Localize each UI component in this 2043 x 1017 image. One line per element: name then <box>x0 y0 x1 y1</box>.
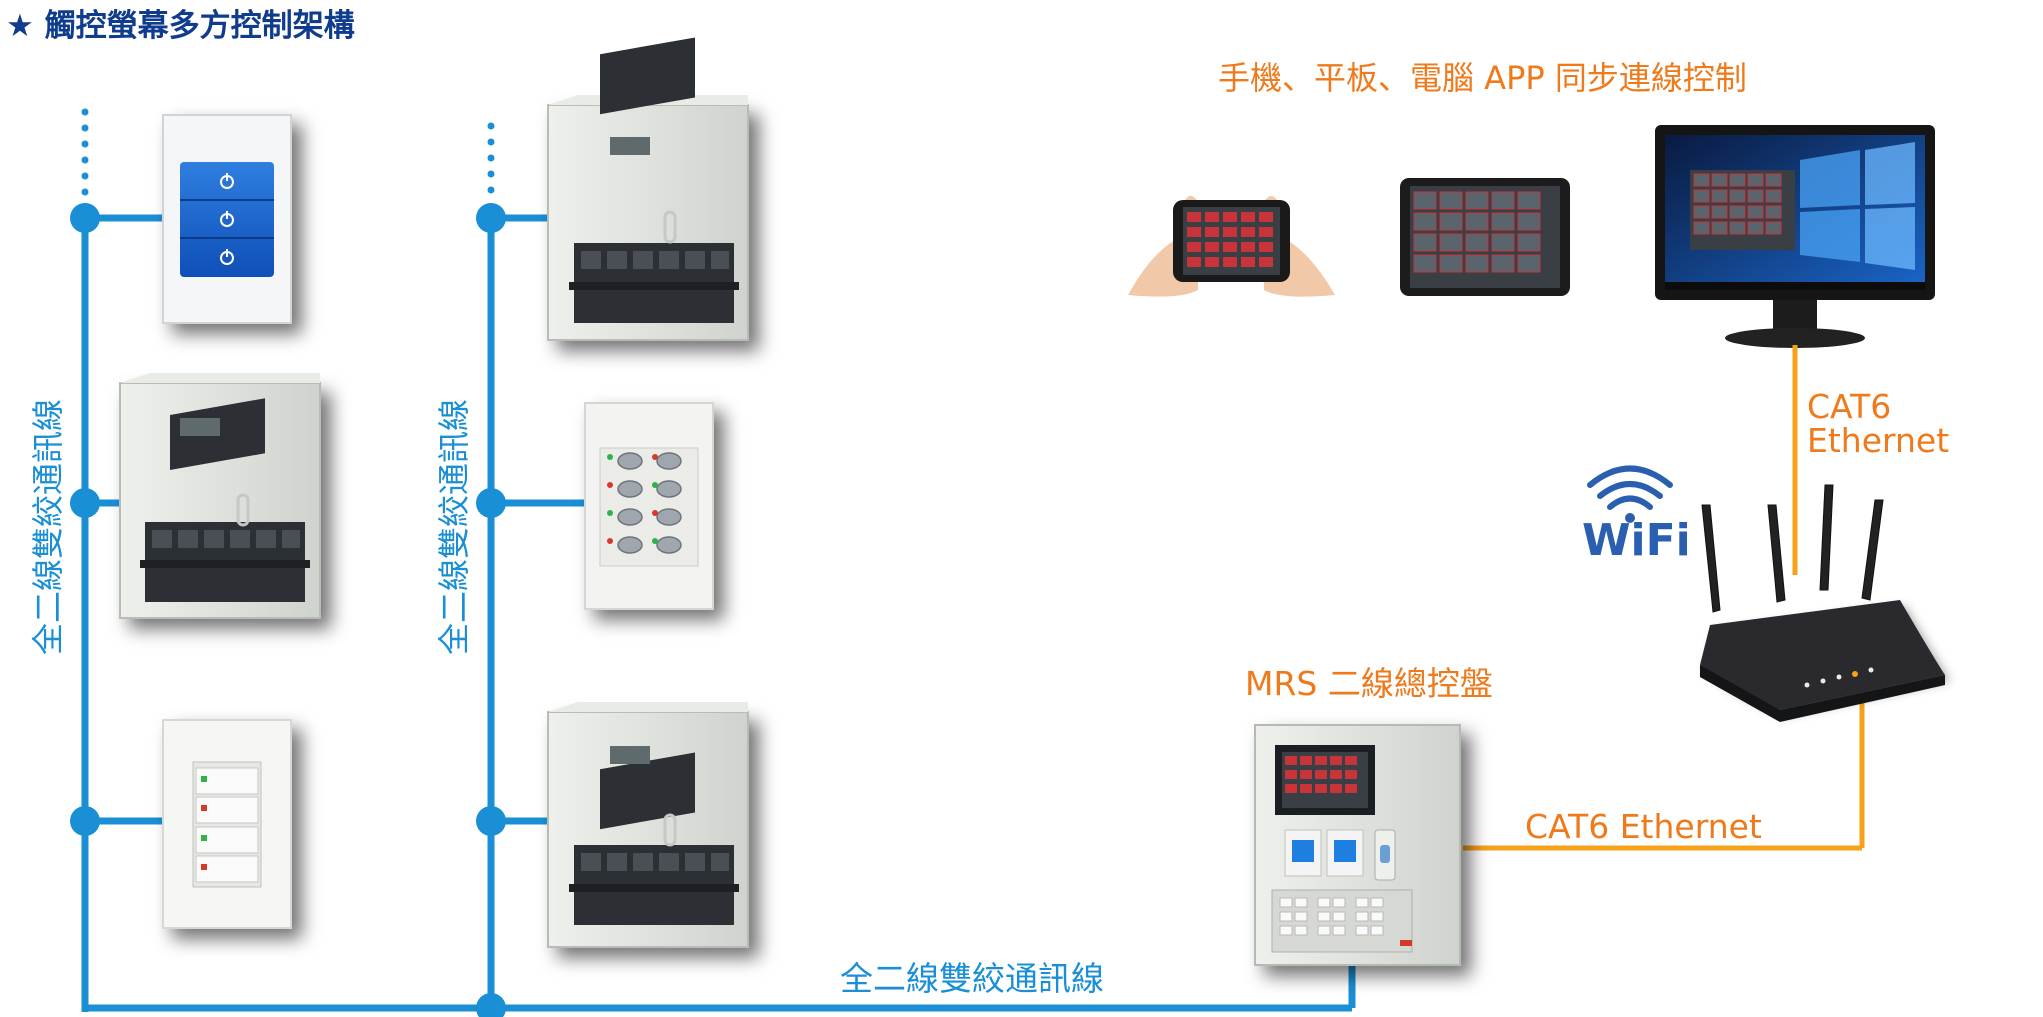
desktop-monitor <box>1655 125 1935 348</box>
page-title: ★ 觸控螢幕多方控制架構 <box>6 8 355 44</box>
wifi-icon <box>1587 465 1673 510</box>
bus-label-left: 全二線雙絞通訊線 <box>29 399 67 655</box>
control-cabinet-top <box>547 37 749 341</box>
mrs-keypad <box>1279 897 1384 936</box>
mrs-control-panel <box>1254 724 1461 966</box>
bus-dotted-continuation <box>81 108 495 196</box>
antenna-icon <box>1701 484 1884 613</box>
keypad-buttons <box>607 452 682 554</box>
cat6-horizontal-label: CAT6 Ethernet <box>1525 807 1762 846</box>
wifi-dot-icon <box>1625 513 1635 523</box>
control-cabinet-bottom <box>547 702 749 948</box>
power-icon <box>220 173 234 265</box>
tablet-screen-grid <box>1413 191 1541 273</box>
cat6-vertical-label-line2: Ethernet <box>1807 421 1949 460</box>
app-sync-label: 手機、平板、電腦 APP 同步連線控制 <box>1218 59 1747 97</box>
wifi-router <box>1700 484 1945 722</box>
bus-junction-dots <box>70 203 506 1017</box>
relay-module <box>140 398 310 602</box>
touch-switch-buttons <box>180 162 274 277</box>
tablet <box>1400 178 1570 296</box>
rocker-switch-panel <box>162 719 292 929</box>
mrs-screen-grid <box>1285 756 1357 793</box>
cat6-vertical-label-line1: CAT6 <box>1807 387 1891 426</box>
monitor-screen-grid <box>1693 173 1782 235</box>
ethernet-lines <box>1463 345 1865 851</box>
mrs-panel-label: MRS 二線總控盤 <box>1245 664 1493 703</box>
keypad-panel <box>584 402 714 610</box>
bus-label-bottom: 全二線雙絞通訊線 <box>840 959 1104 998</box>
phone-screen-grid <box>1187 212 1273 267</box>
control-cabinet-left <box>119 373 321 619</box>
bus-label-middle: 全二線雙絞通訊線 <box>435 399 473 655</box>
wifi-label: WiFi <box>1582 515 1691 566</box>
phone-in-hands <box>1128 196 1335 297</box>
